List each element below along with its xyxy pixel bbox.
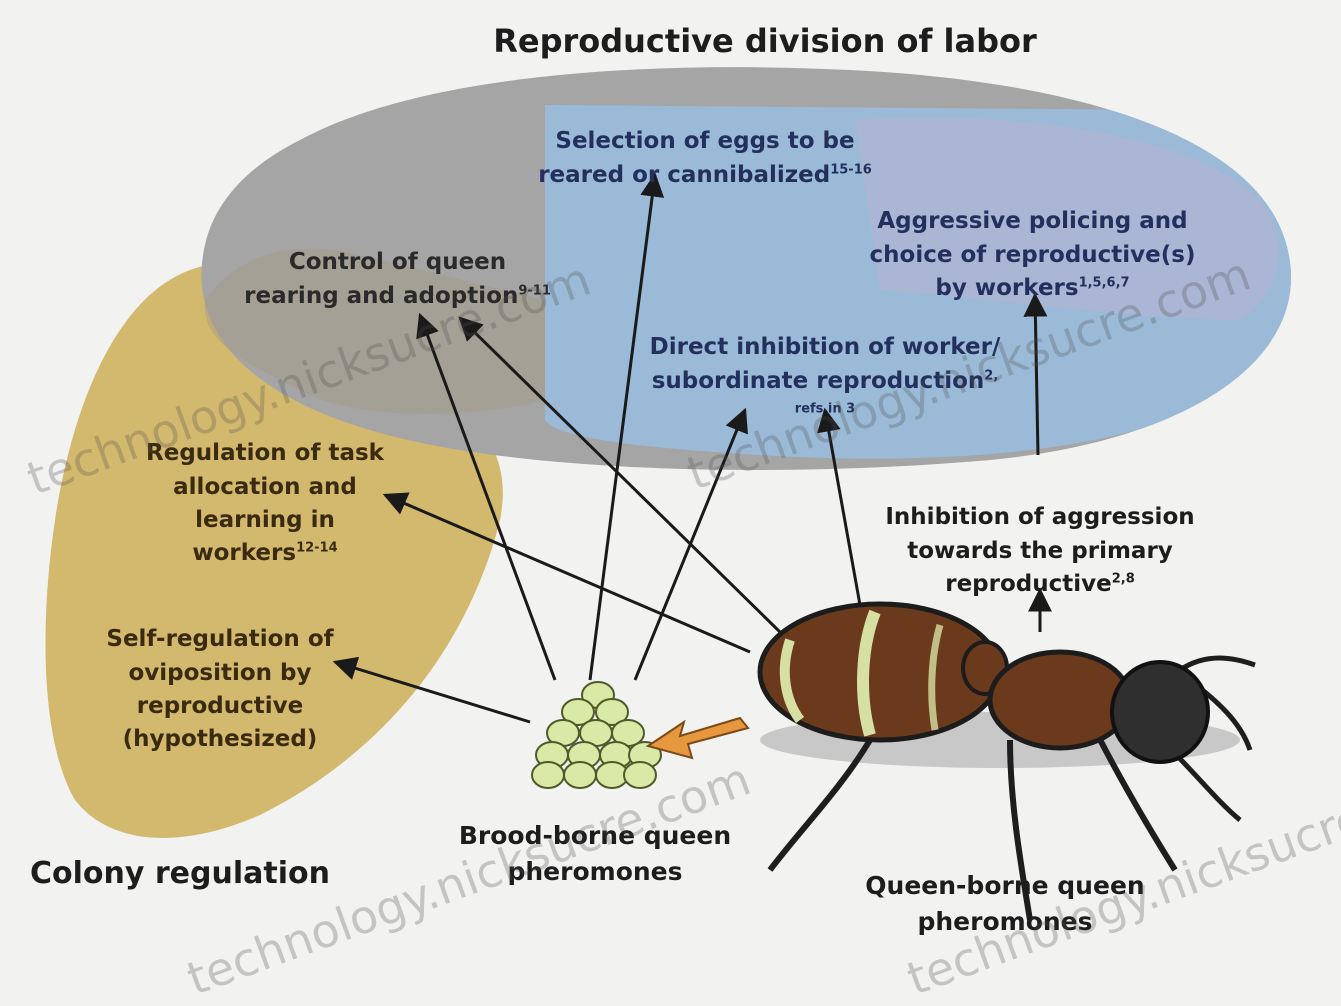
oviposition-text: Self-regulation of oviposition by reprod…: [106, 626, 333, 752]
egg-cluster: [532, 682, 661, 788]
diagram-title: Reproductive division of labor: [470, 18, 1060, 64]
queen-to-eggs-arrow: [648, 718, 748, 758]
task-allocation-text: Regulation of task allocation and learni…: [146, 440, 384, 566]
colony-regulation-label: Colony regulation: [30, 852, 370, 896]
aggression-inhibition-ref: 2,8: [1112, 571, 1135, 586]
aggression-inhibition-text: Inhibition of aggression towards the pri…: [885, 504, 1194, 597]
task-allocation-ref: 12-14: [296, 541, 338, 556]
label-egg-selection: Selection of eggs to be reared or cannib…: [505, 92, 905, 192]
egg-selection-text: Selection of eggs to be reared or cannib…: [538, 128, 854, 187]
label-oviposition: Self-regulation of oviposition by reprod…: [80, 590, 360, 757]
egg: [532, 762, 564, 788]
label-aggression-inhibition: Inhibition of aggression towards the pri…: [860, 468, 1220, 601]
egg: [564, 762, 596, 788]
